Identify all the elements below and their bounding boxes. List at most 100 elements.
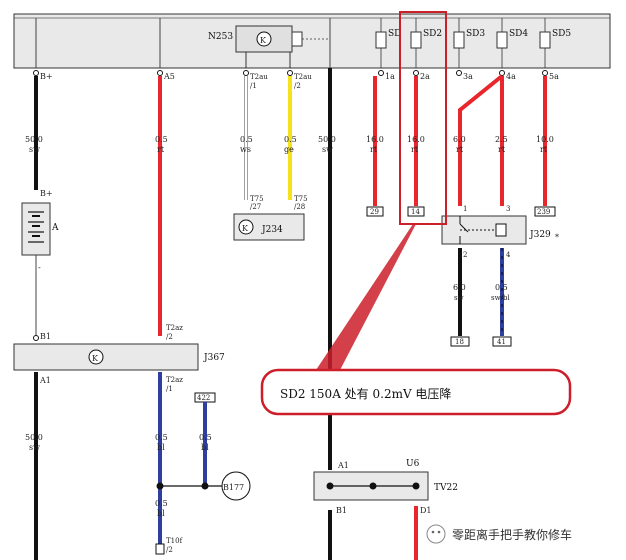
wire-bl1-size: 0.5: [155, 433, 168, 442]
j329-pin4: 4: [506, 251, 511, 259]
n253-label: N253: [208, 32, 233, 42]
u6-dot-2: [369, 482, 377, 490]
ref-422: 422: [197, 394, 210, 402]
wire-ge-color: ge: [284, 145, 294, 154]
wire-ws-color: ws: [240, 145, 251, 154]
j367-t2az-top-num: /2: [166, 333, 173, 341]
wire-j329-4-color: sw/bl: [491, 294, 510, 302]
j329-pin3: 3: [506, 205, 510, 213]
fuse-sd5: SD5: [539, 18, 571, 68]
ref-14: 14: [411, 208, 420, 216]
fuse-sd5-icon: [539, 31, 551, 49]
fuse-sd3: SD3: [453, 18, 485, 68]
j234-k-symbol: K: [242, 224, 249, 233]
b177-circle: [221, 471, 251, 501]
pin-t2au-1-num: /1: [250, 82, 257, 90]
wire-a1-size: 50.0: [25, 433, 43, 442]
wire-a5-size: 0.5: [155, 135, 168, 144]
j367-transistor-icon: [88, 349, 104, 365]
battery-box: [21, 202, 51, 256]
j329-label: J329: [529, 230, 551, 240]
n253-transistor-icon: [256, 31, 272, 47]
wire-2a-color: rt: [411, 145, 419, 154]
junction-dot-2: [201, 482, 209, 490]
j367-k-symbol: K: [92, 354, 99, 363]
wire-sw-size: 50.0: [318, 135, 336, 144]
pin-t2au-2: T2au: [294, 73, 312, 81]
pin-2a: 2a: [420, 72, 430, 81]
b177-label: B177: [223, 483, 244, 492]
wire-1a-size: 16.0: [366, 135, 384, 144]
wire-bl2-color: bl: [201, 443, 209, 452]
t10f-num: /2: [166, 546, 173, 554]
n253-fuse-icon: [291, 31, 303, 47]
sd2-highlight-box: [399, 11, 447, 225]
j367-b1: B1: [40, 332, 51, 341]
battery-icon: [28, 211, 44, 243]
j329-pin2: 2: [463, 251, 467, 259]
u6-tv22: TV22: [434, 483, 458, 493]
j329-switch-icon: [459, 216, 507, 244]
pin-1a: 1a: [385, 72, 395, 81]
wire-2a-size: 16.0: [407, 135, 425, 144]
fuse-sd1: SD: [375, 18, 401, 68]
pin-a5: A5: [163, 72, 175, 81]
j367-box: [13, 343, 199, 371]
j234-t75b: T75: [294, 195, 308, 203]
pin-t2au-1: T2au: [250, 73, 268, 81]
callout-text: SD2 150A 处有 0.2mV 电压降: [280, 387, 451, 401]
j367-t2az-top: T2az: [166, 324, 183, 332]
pin-bplus-top: B+: [40, 72, 53, 81]
wire-bplus-size: 50.0: [25, 135, 43, 144]
fuse-sd1-icon: [375, 31, 387, 49]
ref-41: 41: [497, 338, 506, 346]
fuse-sd2-label: SD2: [423, 29, 442, 39]
wire-4a2-color: rt: [498, 145, 506, 154]
u6-label: U6: [406, 459, 420, 469]
fuse-sd5-label: SD5: [552, 29, 571, 39]
wire-bl2-size: 0.5: [199, 433, 212, 442]
ref-box-29: [366, 206, 384, 217]
fuse-sd1-label: SD: [388, 29, 401, 39]
wechat-icon: [426, 524, 446, 544]
wire-1a-color: rt: [370, 145, 378, 154]
wire-bl1-color: bl: [157, 443, 165, 452]
callout-bubble: [260, 368, 572, 416]
wire-ge-size: 0.5: [284, 135, 297, 144]
ref-box-18: [450, 336, 470, 347]
u6-dot-3: [412, 482, 420, 490]
wire-j329-4-size: 0.5: [495, 283, 508, 292]
pin-3a: 3a: [463, 72, 473, 81]
ref-box-14: [407, 206, 425, 217]
wire-4a1-size: 6.0: [453, 135, 466, 144]
battery-plus: B+: [40, 189, 53, 198]
j234-t75a: T75: [250, 195, 264, 203]
u6-b1: B1: [336, 506, 347, 515]
wire-bl3-color: bl: [157, 509, 165, 518]
wire-bl3-size: 0.5: [155, 499, 168, 508]
fuse-sd3-label: SD3: [466, 29, 485, 39]
n253-k-symbol: K: [260, 36, 267, 45]
j367-a1: A1: [39, 376, 51, 385]
j367-label: J367: [203, 353, 225, 363]
u6-d1: D1: [420, 506, 432, 515]
ref-239: 239: [537, 208, 550, 216]
t10f-label: T10f: [166, 537, 184, 545]
battery-minus: -: [38, 263, 41, 272]
j329-star: *: [555, 233, 559, 242]
fuse-sd2: SD2: [410, 18, 442, 68]
u6-a1: A1: [337, 461, 349, 470]
j329-pin1: 1: [463, 205, 467, 213]
fuse-sd4: SD4: [496, 18, 528, 68]
j367-t2az-bottom: T2az: [166, 376, 183, 384]
wire-4a1-color: rt: [456, 145, 464, 154]
wire-4a-branch1: [458, 74, 504, 206]
ref-box-239: [534, 206, 556, 217]
wire-j329-2-color: sw: [454, 294, 464, 302]
pin-t2au-2-num: /2: [294, 82, 301, 90]
pin-5a: 5a: [549, 72, 559, 81]
t10f-connector-icon: [155, 543, 165, 555]
wire-ws-size: 0.5: [240, 135, 253, 144]
wire-a1-color: sw: [29, 443, 40, 452]
